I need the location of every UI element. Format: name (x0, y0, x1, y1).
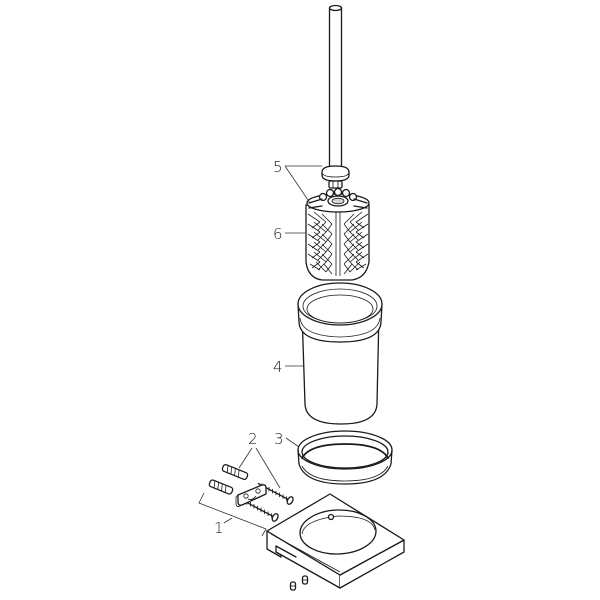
part-label-2: 2 (248, 430, 258, 448)
holder-base (266, 493, 405, 589)
wall-plugs-and-screws (208, 463, 294, 522)
set-screws (289, 575, 309, 591)
part-label-6: 6 (273, 225, 283, 243)
seal-ring (297, 430, 393, 485)
brush-head (305, 187, 370, 281)
part-label-4: 4 (273, 358, 283, 376)
glass-container (297, 282, 383, 425)
part-label-5: 5 (273, 158, 283, 176)
part-label-1: 1 (214, 519, 224, 537)
leader-lines (198, 165, 322, 537)
wall-bracket-clip (235, 484, 267, 507)
part-label-3: 3 (274, 430, 284, 448)
handle-rod (321, 4, 350, 189)
